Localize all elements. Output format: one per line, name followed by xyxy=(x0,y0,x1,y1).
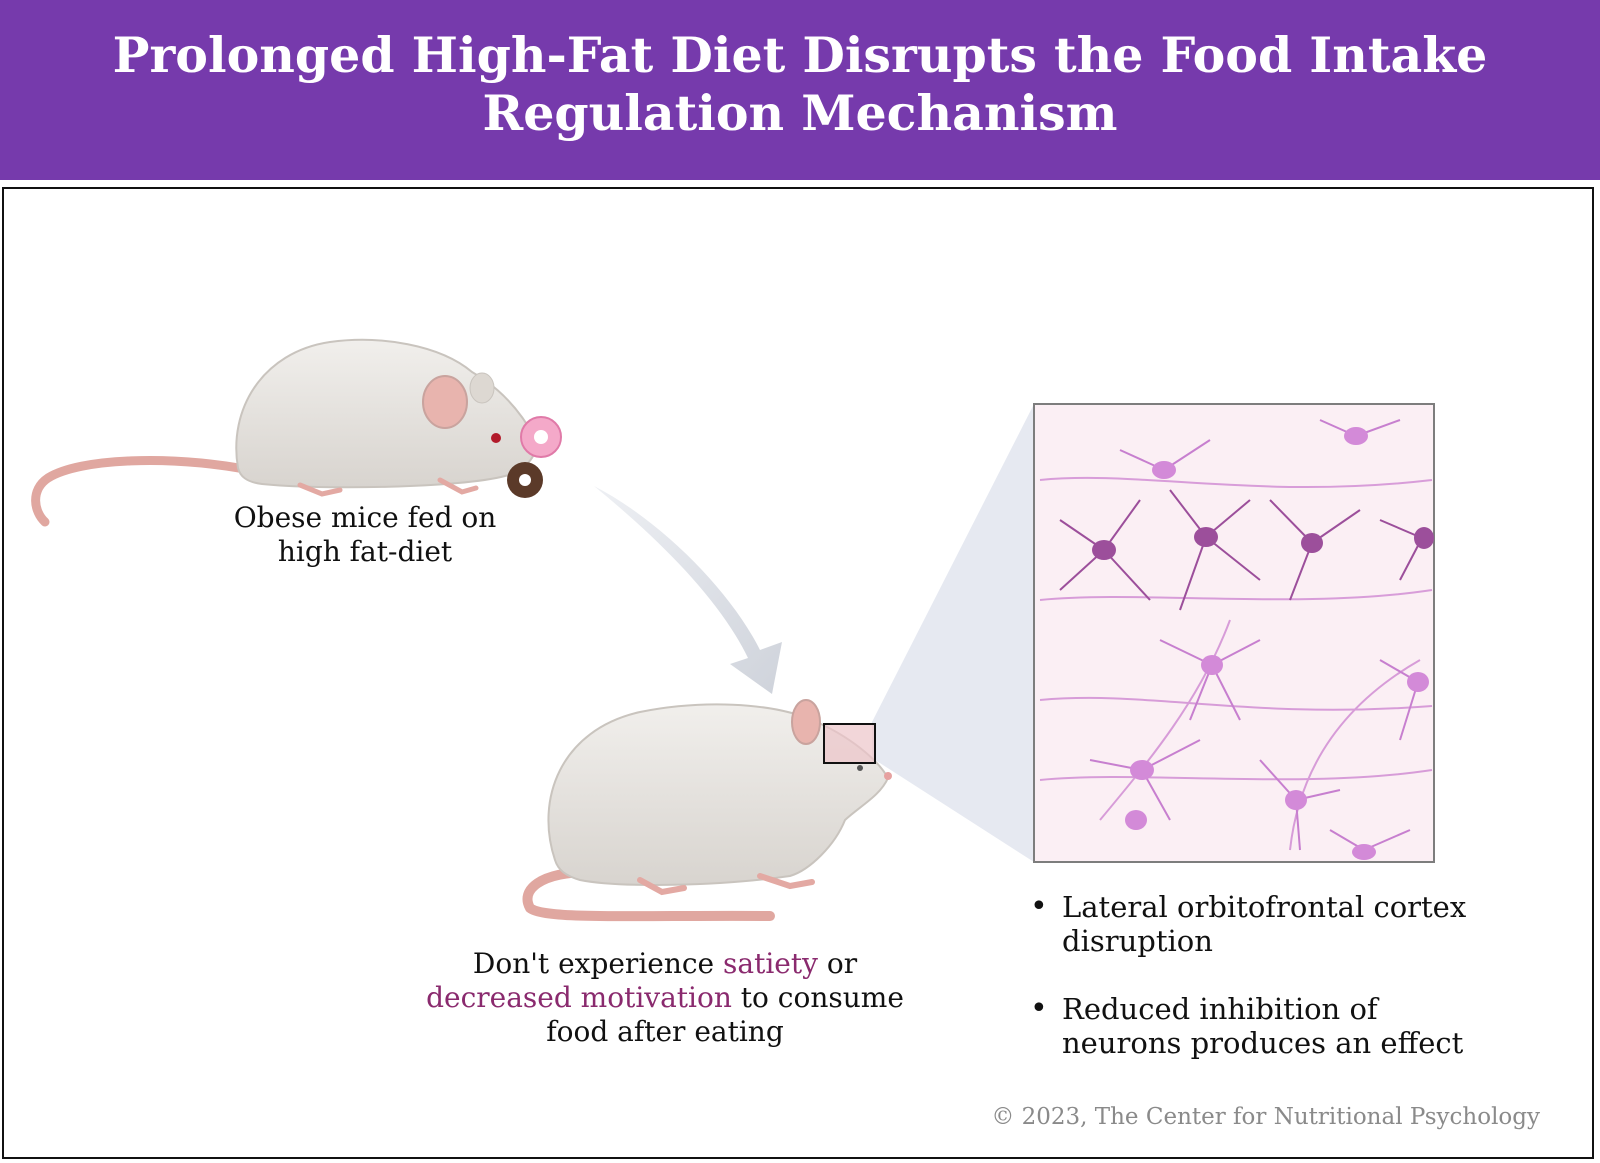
mouse-eye xyxy=(857,765,863,771)
mouse-tail xyxy=(522,867,775,922)
obese-mice-caption: Obese mice fed on high fat-diet xyxy=(200,501,530,569)
donut-chocolate-icon xyxy=(507,462,543,498)
mouse-body xyxy=(547,703,890,886)
caption-line: Obese mice fed on xyxy=(233,501,497,534)
highlight-satiety: satiety xyxy=(723,947,818,980)
transition-arrow xyxy=(594,486,782,694)
highlight-decreased-motivation: decreased motivation xyxy=(426,981,732,1014)
obese-mouse-illustration xyxy=(31,338,562,527)
caption-text: or xyxy=(817,947,858,980)
neuron-micrograph xyxy=(1033,403,1435,863)
page-title: Prolonged High-Fat Diet Disrupts the Foo… xyxy=(60,26,1540,142)
finding-line: neurons produces an effect xyxy=(1062,1026,1464,1060)
mouse-tail xyxy=(31,456,255,527)
title-banner: Prolonged High-Fat Diet Disrupts the Foo… xyxy=(0,0,1600,180)
title-line-1: Prolonged High-Fat Diet Disrupts the Foo… xyxy=(112,26,1488,84)
caption-text: to consume xyxy=(731,981,904,1014)
findings-list: Lateral orbitofrontal cortex disruption … xyxy=(1024,890,1544,1094)
caption-line: high fat-diet xyxy=(277,535,453,568)
title-line-2: Regulation Mechanism xyxy=(482,84,1118,142)
caption-text: Don't experience xyxy=(472,947,724,980)
mouse-ear xyxy=(422,375,468,429)
zoom-projection xyxy=(872,404,1034,862)
finding-line: Lateral orbitofrontal cortex xyxy=(1062,890,1467,924)
illustration-frame xyxy=(2,187,1594,1159)
donut-pink-icon xyxy=(520,416,562,458)
caption-line: Don't experience satiety or xyxy=(385,947,945,981)
caption-line: food after eating xyxy=(546,1015,784,1048)
finding-item: Reduced inhibition of neurons produces a… xyxy=(1024,992,1544,1060)
brain-region-marker xyxy=(824,724,875,763)
mouse-body xyxy=(235,338,538,489)
mouse-ear-back xyxy=(469,372,495,404)
mouse-ear xyxy=(791,699,821,745)
copyright-notice: © 2023, The Center for Nutritional Psych… xyxy=(991,1104,1540,1130)
finding-item: Lateral orbitofrontal cortex disruption xyxy=(1024,890,1544,958)
caption-line: decreased motivation to consume xyxy=(385,981,945,1015)
finding-line: disruption xyxy=(1062,924,1213,958)
finding-line: Reduced inhibition of xyxy=(1062,992,1378,1026)
mouse-illustration xyxy=(522,699,892,922)
mouse-eye xyxy=(491,433,501,443)
satiety-caption: Don't experience satiety or decreased mo… xyxy=(385,947,945,1049)
